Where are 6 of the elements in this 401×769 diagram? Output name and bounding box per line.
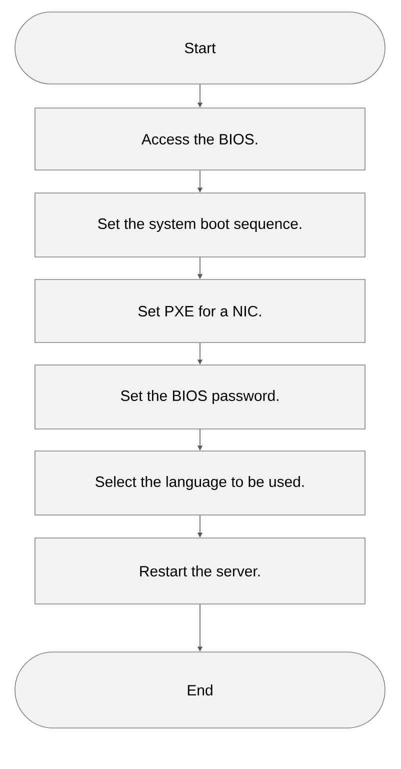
process-box: Set the BIOS password. [34,364,366,430]
process-box: Restart the server. [34,538,366,604]
process-box: Select the language to be used. [34,450,366,516]
process-box: Set PXE for a NIC. [34,279,366,343]
process-box: Set the system boot sequence. [34,192,366,258]
process-box: Access the BIOS. [34,108,366,170]
